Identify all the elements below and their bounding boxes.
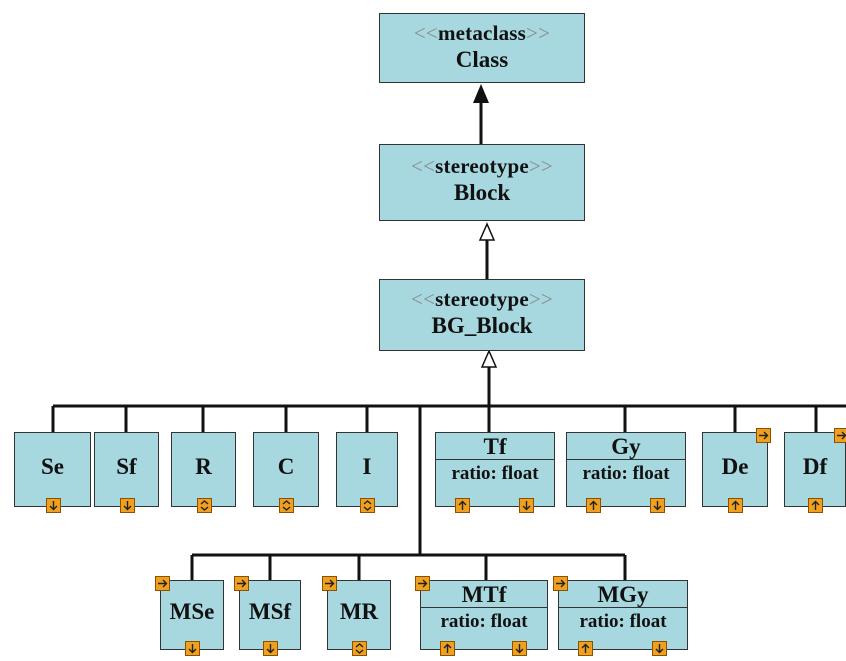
port-out-icon[interactable] [650, 498, 665, 513]
block-se[interactable]: Se [14, 432, 91, 507]
port-bidirectional-icon[interactable] [352, 641, 367, 656]
port-out-icon[interactable] [519, 498, 534, 513]
block-df[interactable]: Df [784, 432, 846, 507]
attribute-label: ratio: float [451, 463, 539, 484]
port-out-icon[interactable] [45, 498, 61, 513]
block-sf[interactable]: Sf [94, 432, 159, 507]
stereotype-label: <<stereotype>> [411, 154, 553, 178]
port-bidirectional-icon[interactable] [279, 498, 294, 513]
block-name: MSe [169, 599, 215, 624]
port-side-icon[interactable] [415, 576, 430, 591]
port-out-icon[interactable] [185, 641, 200, 656]
block-tf[interactable]: Tf ratio: float [435, 432, 555, 507]
port-side-icon[interactable] [322, 576, 337, 591]
port-bidirectional-icon[interactable] [360, 498, 375, 513]
port-side-icon[interactable] [155, 576, 170, 591]
attribute-label: ratio: float [582, 463, 670, 484]
block-c[interactable]: C [253, 432, 319, 507]
port-in-icon[interactable] [728, 498, 743, 513]
port-side-icon[interactable] [756, 428, 771, 443]
class-name: Class [455, 47, 509, 72]
block-mse[interactable]: MSe [160, 580, 224, 650]
attribute-label: ratio: float [579, 611, 667, 632]
block-name: Gy [611, 434, 641, 459]
block-mtf[interactable]: MTf ratio: float [420, 580, 548, 650]
port-bidirectional-icon[interactable] [196, 498, 212, 513]
block-r[interactable]: R [171, 432, 236, 507]
compartment-divider [436, 459, 554, 460]
compartment-divider [421, 607, 547, 608]
block-name: MGy [597, 582, 649, 607]
block-mgy[interactable]: MGy ratio: float [558, 580, 688, 650]
stereotype-label: <<metaclass>> [413, 21, 551, 45]
block-name: Tf [483, 434, 507, 459]
row1-drops [51, 406, 818, 432]
block-box[interactable]: <<stereotype>> Block [379, 144, 585, 221]
port-out-icon[interactable] [119, 498, 135, 513]
attribute-label: ratio: float [440, 611, 528, 632]
port-out-icon[interactable] [652, 641, 667, 656]
block-name: C [277, 453, 295, 479]
block-name: MR [339, 599, 379, 624]
arrowhead-hollow [480, 349, 498, 368]
block-i[interactable]: I [336, 432, 398, 507]
port-side-icon[interactable] [553, 576, 568, 591]
bgblock-name: BG_Block [431, 313, 533, 338]
port-in-icon[interactable] [808, 498, 823, 513]
block-name: I [362, 453, 372, 479]
block-name: De [721, 453, 749, 479]
port-out-icon[interactable] [263, 641, 278, 656]
compartment-divider [559, 607, 687, 608]
block-msf[interactable]: MSf [239, 580, 301, 650]
port-in-icon[interactable] [586, 498, 601, 513]
block-mr[interactable]: MR [327, 580, 391, 650]
block-gy[interactable]: Gy ratio: float [566, 432, 686, 507]
arrowhead-hollow [478, 222, 496, 241]
port-side-icon[interactable] [234, 576, 249, 591]
port-in-icon[interactable] [455, 498, 470, 513]
block-name: Block [453, 180, 511, 205]
row2-drops [190, 555, 627, 580]
port-in-icon[interactable] [440, 641, 455, 656]
block-name: MSf [248, 599, 292, 624]
port-side-icon[interactable] [834, 428, 846, 443]
block-name: Se [41, 453, 64, 479]
metaclass-box[interactable]: <<metaclass>> Class [379, 13, 585, 83]
arrowhead-filled [473, 84, 489, 103]
block-name: R [195, 453, 212, 479]
block-de[interactable]: De [702, 432, 768, 507]
port-in-icon[interactable] [578, 641, 593, 656]
block-name: Sf [116, 453, 137, 479]
stereotype-label: <<stereotype>> [411, 287, 553, 311]
bgblock-box[interactable]: <<stereotype>> BG_Block [379, 279, 585, 351]
block-name: MTf [461, 582, 507, 607]
block-name: Df [802, 453, 828, 479]
port-out-icon[interactable] [512, 641, 527, 656]
compartment-divider [567, 459, 685, 460]
